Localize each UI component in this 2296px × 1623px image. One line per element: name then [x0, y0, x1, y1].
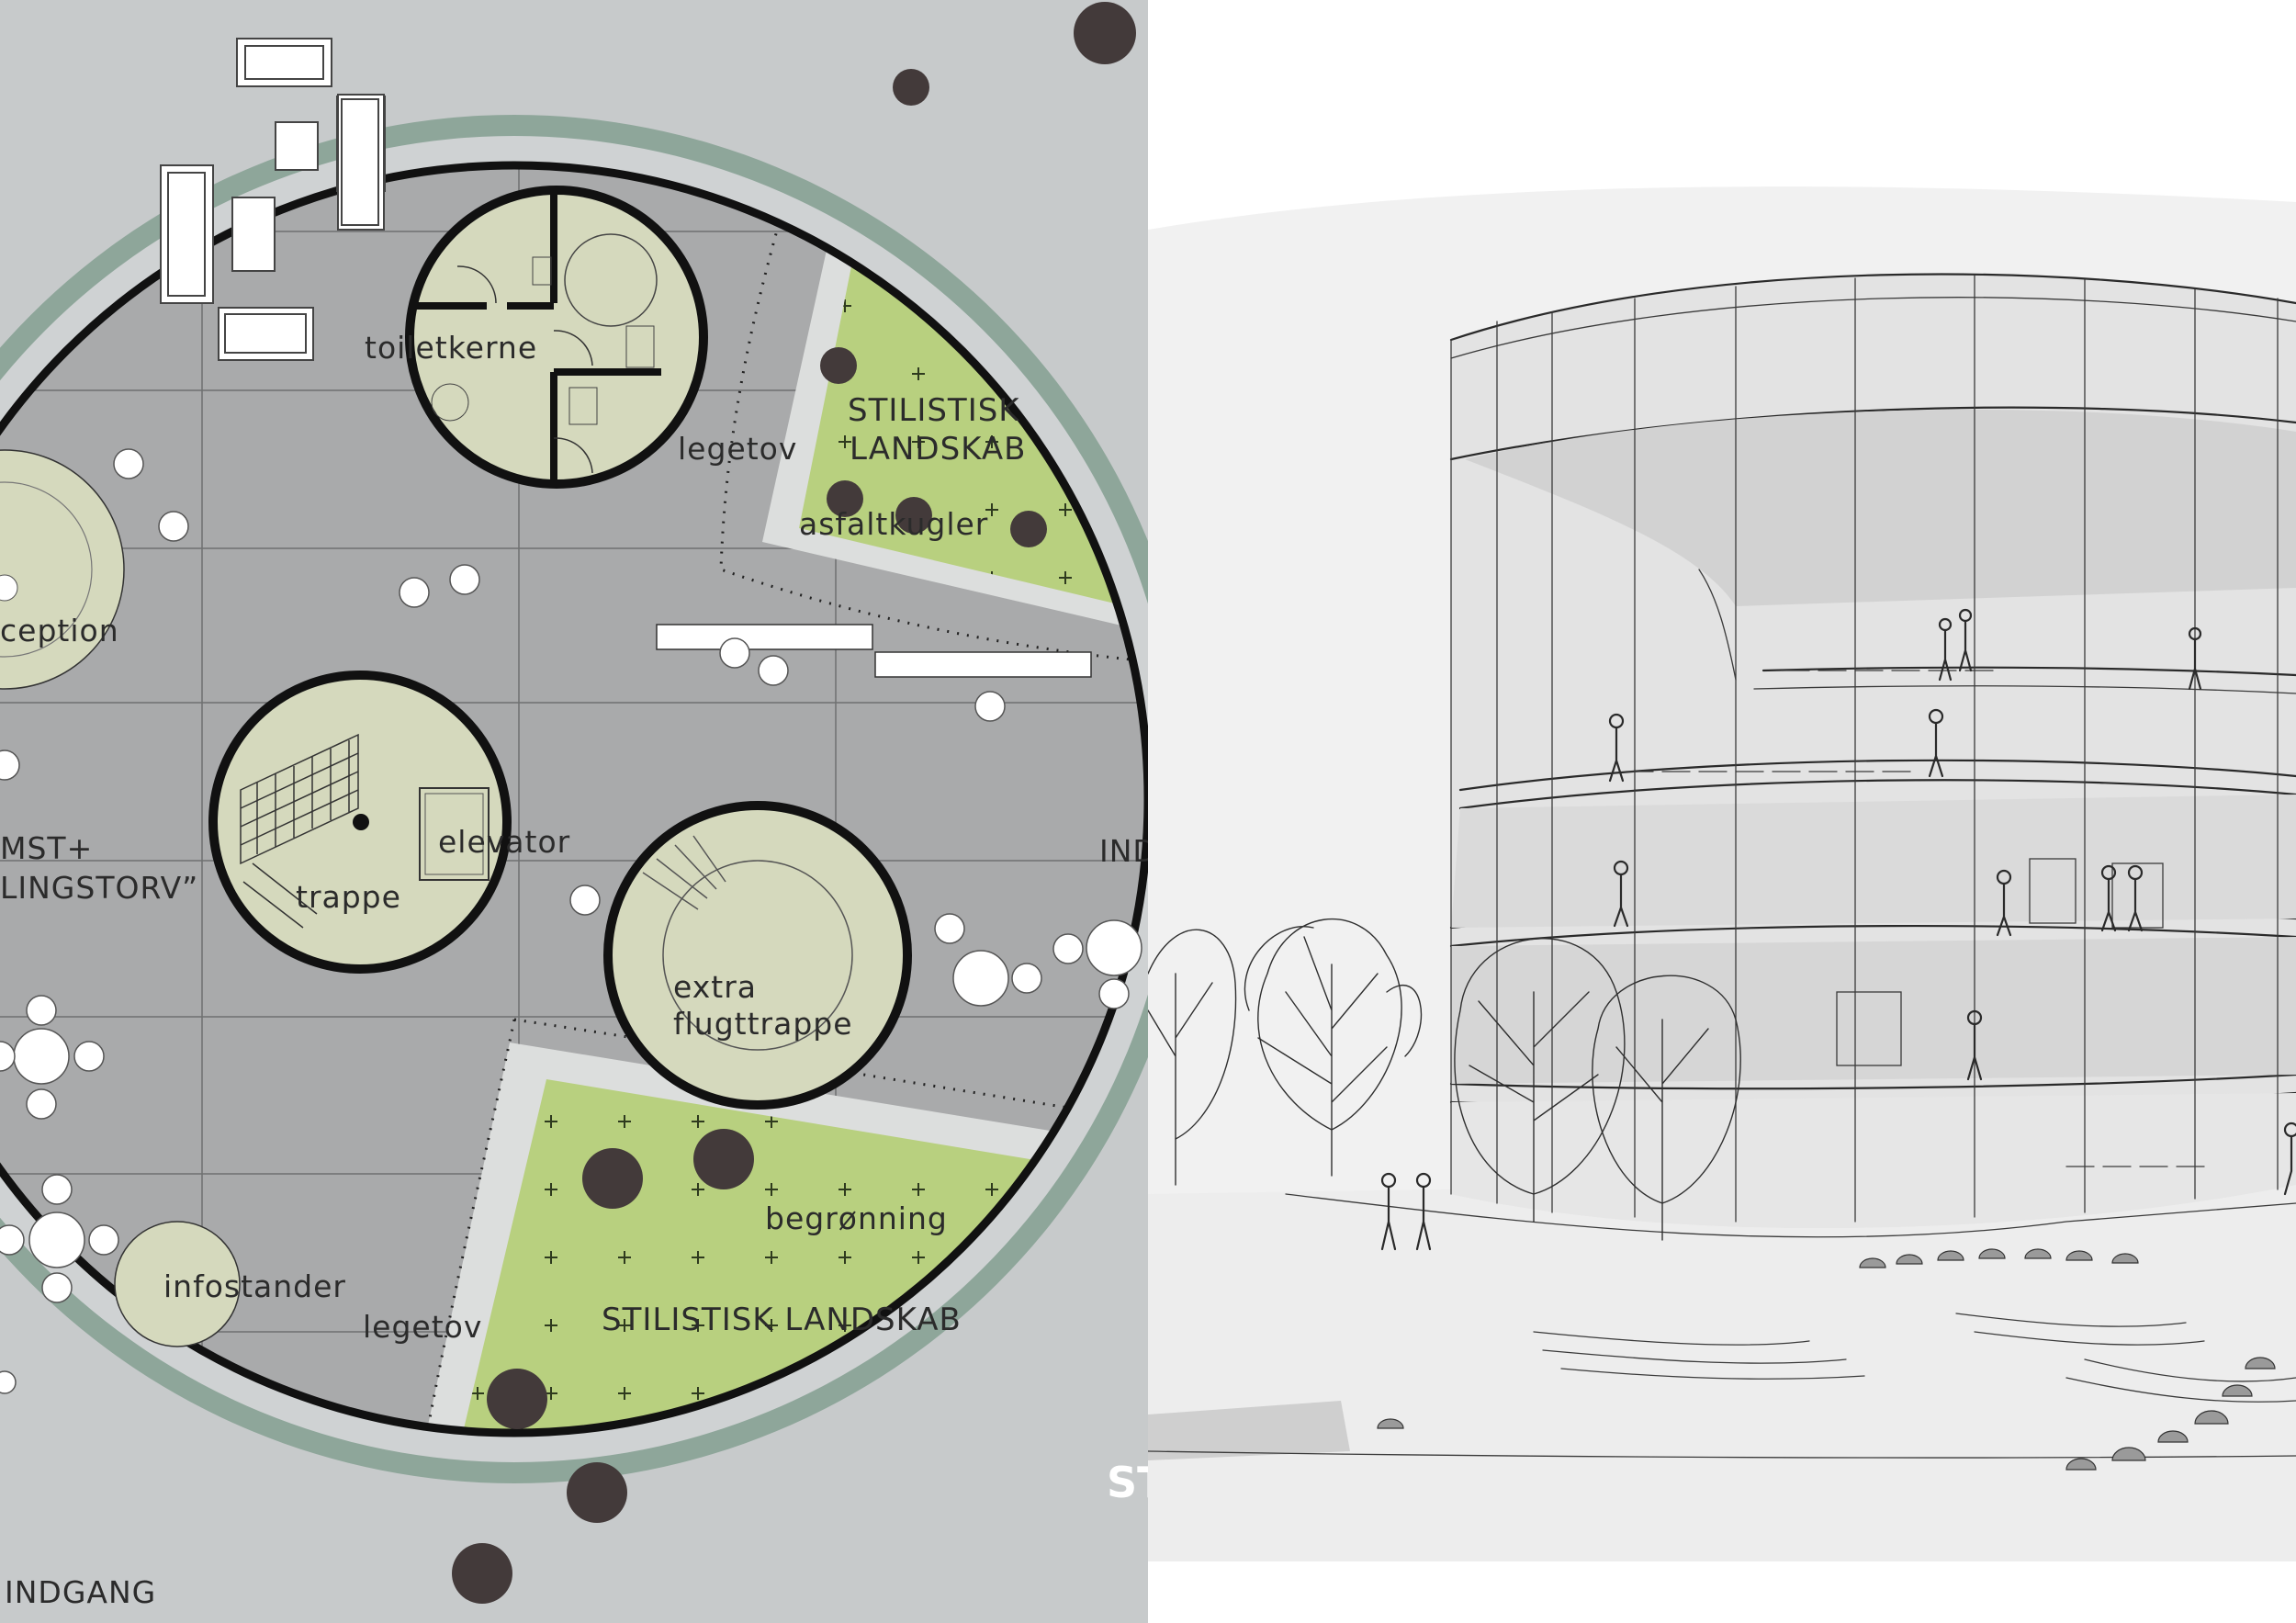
label-toiletkerne: toiletkerne	[365, 330, 537, 366]
ground-hatching	[1533, 1313, 2296, 1403]
label-stilistisk-bottom: STILISTISK LANDSKAB	[602, 1302, 962, 1338]
reception-desk	[0, 449, 125, 690]
label-st-edge: ST	[1107, 1458, 1148, 1507]
infostander-circle	[114, 1221, 241, 1347]
person-icon	[1928, 708, 1944, 778]
label-legetov-bottom: legetov	[363, 1309, 482, 1345]
person-icon	[2127, 864, 2144, 932]
label-begronning: begrønning	[765, 1200, 948, 1236]
floor-plan-drawing: toiletkerne legetov STILISTISK LANDSKAB …	[0, 2, 1148, 1610]
tree-icon	[895, 497, 932, 534]
stools	[0, 448, 1142, 1394]
label-legetov-top: legetov	[678, 431, 797, 467]
person-icon	[2188, 626, 2202, 691]
trees	[1148, 919, 1741, 1241]
label-extra: extra	[673, 969, 757, 1005]
tree-icon	[1148, 929, 1237, 1186]
trees	[452, 2, 1136, 1604]
people	[1380, 608, 2296, 1251]
label-asfaltkugler: asfaltkugler	[799, 506, 988, 542]
perspective-sketch	[1148, 186, 2296, 1561]
tree-icon	[693, 1129, 754, 1189]
person-icon	[1380, 1172, 1397, 1251]
person-icon	[2283, 1121, 2296, 1196]
tree-icon	[487, 1369, 547, 1429]
person-icon	[1958, 608, 1973, 672]
person-icon	[1966, 1009, 1983, 1081]
person-icon	[1938, 617, 1953, 682]
person-icon	[1415, 1172, 1432, 1251]
person-icon	[1608, 713, 1625, 783]
label-stilistisk-top-1: STILISTISK	[848, 392, 1020, 429]
tree-icon	[827, 480, 863, 517]
bench	[874, 651, 1092, 678]
tree-icon	[893, 69, 929, 106]
label-indgang-right: IND	[1099, 833, 1148, 869]
tree-icon	[820, 347, 857, 384]
tree-icon	[1592, 975, 1741, 1241]
label-torv-1: MST+	[0, 830, 93, 866]
floor-plan-panel: toiletkerne legetov STILISTISK LANDSKAB …	[0, 0, 1148, 1623]
building-outer-wall	[0, 161, 1148, 1437]
escape-stair-core	[603, 801, 912, 1110]
person-icon	[2100, 864, 2117, 932]
tree-icon	[1010, 511, 1047, 547]
ground-plane	[1148, 1176, 2296, 1561]
person-icon	[1613, 860, 1629, 928]
bench	[656, 624, 873, 650]
label-flugttrappe: flugttrappe	[673, 1006, 853, 1042]
tree-icon	[582, 1148, 643, 1209]
label-elevator: elevator	[438, 824, 570, 860]
tree-icon	[1454, 937, 1626, 1223]
tree-icon	[567, 1462, 627, 1523]
lounge-furniture	[160, 38, 386, 361]
stair-elevator-core	[208, 671, 512, 974]
label-reception: ception	[0, 613, 119, 648]
label-stilistisk-top-2: LANDSKAB	[850, 431, 1026, 468]
tree-icon	[452, 1543, 512, 1604]
bollards	[1377, 1248, 2276, 1471]
label-torv-2: LINGSTORV”	[0, 870, 198, 906]
label-indgang-bottom: INDGANG	[5, 1574, 156, 1610]
label-infostander: infostander	[163, 1268, 346, 1304]
cylindrical-building	[1449, 273, 2296, 1229]
person-icon	[1996, 869, 2012, 937]
tree-icon	[1074, 2, 1136, 64]
toilet-core	[405, 186, 708, 489]
label-trappe: trappe	[296, 879, 401, 915]
tree-icon	[1244, 919, 1423, 1177]
perspective-sketch-panel	[1148, 0, 2296, 1623]
